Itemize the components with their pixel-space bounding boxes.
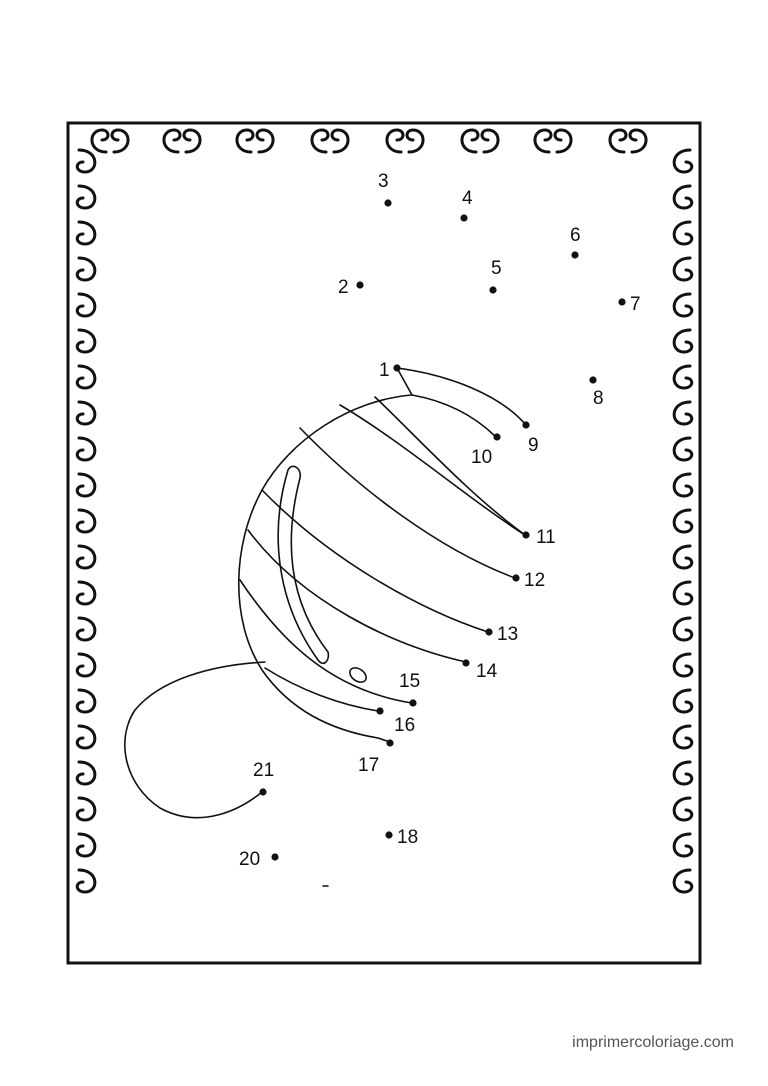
dot-label-17: 17 bbox=[358, 755, 379, 776]
dot-label-5: 5 bbox=[491, 258, 502, 279]
dot-label-2: 2 bbox=[338, 277, 349, 298]
dot-9 bbox=[522, 421, 530, 429]
partial-outline-dot-to-dot-icon bbox=[124, 367, 527, 887]
dot-1 bbox=[393, 364, 401, 372]
dot-7 bbox=[618, 298, 626, 306]
dot-label-1: 1 bbox=[379, 360, 390, 381]
dot-label-15: 15 bbox=[399, 671, 420, 692]
dot-label-14: 14 bbox=[476, 661, 498, 682]
dot-label-21: 21 bbox=[253, 760, 274, 781]
dot-18 bbox=[385, 831, 393, 839]
dot-label-13: 13 bbox=[497, 624, 518, 645]
dot-label-12: 12 bbox=[524, 570, 545, 591]
curly-scroll-border-icon bbox=[75, 128, 694, 894]
dot-label-9: 9 bbox=[528, 435, 539, 456]
dot-21 bbox=[259, 788, 267, 796]
dot-4 bbox=[460, 214, 468, 222]
dot-20 bbox=[271, 853, 279, 861]
dot-label-3: 3 bbox=[378, 171, 389, 192]
dot-8 bbox=[589, 376, 597, 384]
dot-17 bbox=[386, 739, 394, 747]
dot-label-18: 18 bbox=[397, 827, 418, 848]
dot-13 bbox=[485, 628, 493, 636]
dot-10 bbox=[493, 433, 501, 441]
dot-12 bbox=[512, 574, 520, 582]
dot-label-10: 10 bbox=[471, 447, 492, 468]
dot-label-6: 6 bbox=[570, 225, 581, 246]
dot-label-4: 4 bbox=[462, 188, 473, 209]
dot-label-8: 8 bbox=[593, 388, 604, 409]
dot-label-16: 16 bbox=[394, 715, 415, 736]
dot-label-11: 11 bbox=[536, 527, 556, 548]
site-credit[interactable]: imprimercoloriage.com bbox=[572, 1034, 734, 1051]
dot-label-7: 7 bbox=[630, 294, 641, 315]
frame-border bbox=[66, 121, 702, 965]
dot-15 bbox=[409, 699, 417, 707]
dot-6 bbox=[571, 251, 579, 259]
dot-5 bbox=[489, 286, 497, 294]
dot-11 bbox=[522, 531, 530, 539]
dot-label-20: 20 bbox=[239, 849, 260, 870]
dot-2 bbox=[356, 281, 364, 289]
dot-16 bbox=[376, 707, 384, 715]
dot-3 bbox=[384, 199, 392, 207]
dot-14 bbox=[462, 659, 470, 667]
